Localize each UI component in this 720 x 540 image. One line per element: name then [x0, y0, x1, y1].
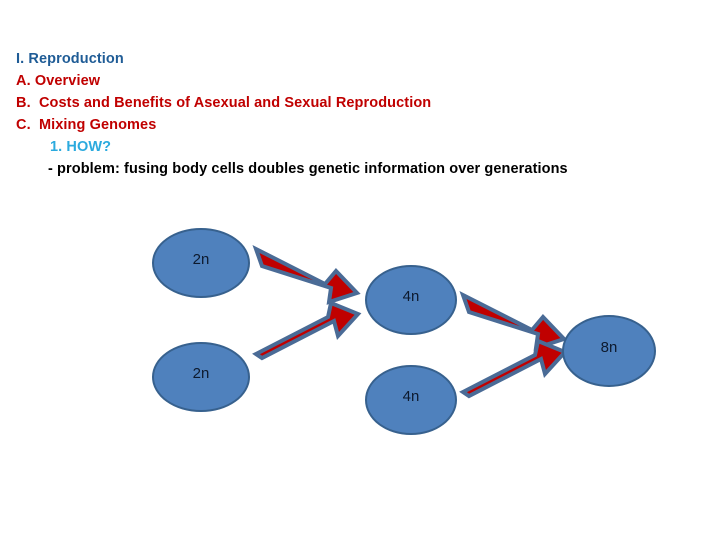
arrow-4n-lower-to-8n: [459, 338, 569, 399]
outline-text-block: I. Reproduction A. Overview B. Costs and…: [0, 48, 700, 180]
node-4n-lower[interactable]: 4n: [365, 365, 457, 435]
outline-line-2: A. Overview: [16, 73, 101, 89]
outline-line-4: C. Mixing Genomes: [16, 117, 157, 133]
outline-line-5: 1. HOW?: [50, 139, 112, 155]
node-label: 8n: [600, 338, 618, 356]
node-2n-top[interactable]: 2n: [152, 228, 250, 298]
node-2n-bottom[interactable]: 2n: [152, 342, 250, 412]
outline-line-6: - problem: fusing body cells doubles gen…: [48, 161, 568, 177]
node-8n[interactable]: 8n: [562, 315, 656, 387]
node-label: 4n: [402, 387, 420, 405]
node-label: 2n: [192, 250, 210, 268]
arrow-2n-top-to-4n: [252, 244, 361, 305]
arrow-4n-upper-to-8n: [459, 290, 568, 351]
node-label: 4n: [402, 287, 420, 305]
node-4n-upper[interactable]: 4n: [365, 265, 457, 335]
outline-line-3: B. Costs and Benefits of Asexual and Sex…: [16, 95, 432, 111]
outline-line-1: I. Reproduction: [16, 51, 124, 67]
arrow-2n-bottom-to-4n: [252, 300, 362, 361]
node-label: 2n: [192, 364, 210, 382]
